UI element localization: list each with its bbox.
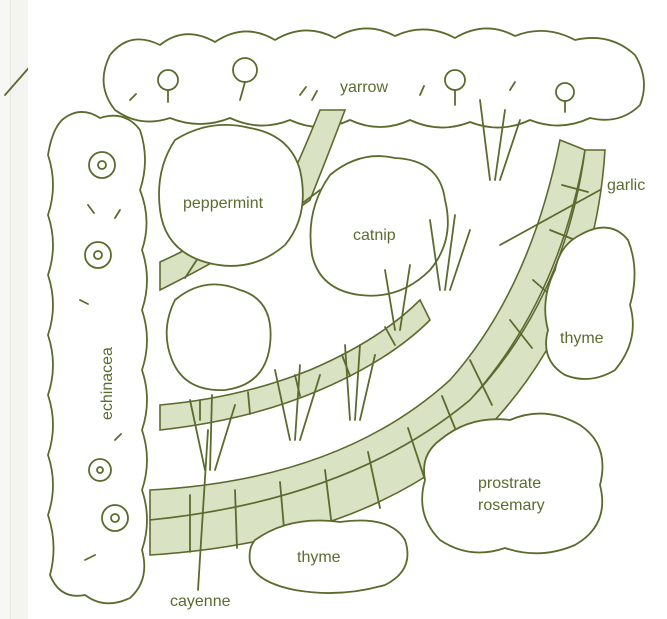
label-thyme-right: thyme <box>560 330 604 347</box>
label-garlic: garlic <box>607 177 645 194</box>
mint-clump <box>167 284 271 390</box>
label-thyme-bottom: thyme <box>297 549 341 566</box>
echinacea-bed <box>48 112 147 603</box>
yarrow-bed <box>104 28 644 127</box>
label-cayenne: cayenne <box>170 593 231 610</box>
label-yarrow: yarrow <box>340 79 388 96</box>
label-rosemary: rosemary <box>478 497 545 514</box>
label-prostrate: prostrate <box>478 475 541 492</box>
label-echinacea: echinacea <box>99 347 116 420</box>
label-catnip: catnip <box>353 227 396 244</box>
label-peppermint: peppermint <box>183 195 264 212</box>
